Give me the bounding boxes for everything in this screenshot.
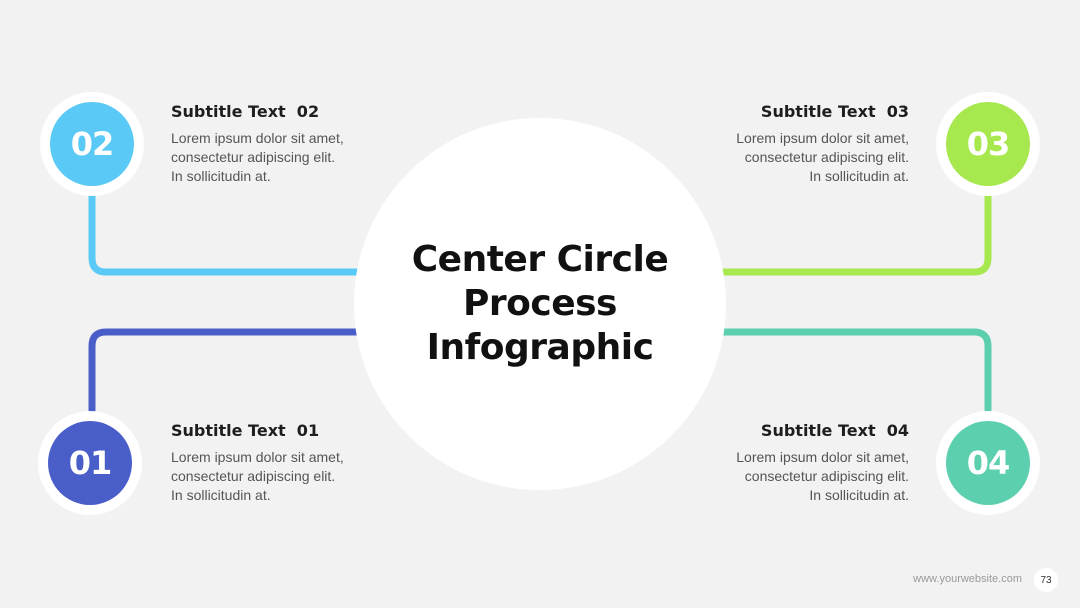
step-04-subtitle: Subtitle Text 04 [760, 421, 909, 440]
step-02-badge: 02 [40, 92, 144, 196]
step-03-line-1: Lorem ipsum dolor sit amet, [736, 130, 909, 146]
step-04-line-3: In sollicitudin at. [809, 487, 909, 503]
step-04-text: Subtitle Text 04 Lorem ipsum dolor sit a… [669, 421, 909, 505]
step-02-line-1: Lorem ipsum dolor sit amet, [171, 130, 344, 146]
step-01-line-3: In sollicitudin at. [171, 487, 271, 503]
step-03-number: 03 [946, 102, 1030, 186]
step-03-line-2: consectetur adipiscing elit. [744, 149, 909, 165]
center-title: Center Circle Process Infographic [411, 239, 669, 368]
connector-02 [88, 192, 360, 276]
center-circle: Center Circle Process Infographic [354, 118, 726, 490]
step-03-subtitle: Subtitle Text 03 [760, 102, 909, 121]
step-03-line-3: In sollicitudin at. [809, 168, 909, 184]
step-02-number: 02 [50, 102, 134, 186]
step-03-text: Subtitle Text 03 Lorem ipsum dolor sit a… [669, 102, 909, 186]
step-01-line-1: Lorem ipsum dolor sit amet, [171, 449, 344, 465]
step-01-badge: 01 [38, 411, 142, 515]
step-04-number: 04 [946, 421, 1030, 505]
step-01-line-2: consectetur adipiscing elit. [171, 468, 336, 484]
step-01-number: 01 [48, 421, 132, 505]
step-02-line-2: consectetur adipiscing elit. [171, 149, 336, 165]
step-01-subtitle: Subtitle Text 01 [171, 421, 320, 440]
step-04-badge: 04 [936, 411, 1040, 515]
connector-01 [88, 328, 360, 414]
page-number: 73 [1034, 568, 1058, 592]
step-02-subtitle: Subtitle Text 02 [171, 102, 320, 121]
connector-04 [720, 328, 992, 414]
step-04-line-1: Lorem ipsum dolor sit amet, [736, 449, 909, 465]
step-02-text: Subtitle Text 02 Lorem ipsum dolor sit a… [171, 102, 411, 186]
step-03-badge: 03 [936, 92, 1040, 196]
step-04-line-2: consectetur adipiscing elit. [744, 468, 909, 484]
step-01-text: Subtitle Text 01 Lorem ipsum dolor sit a… [171, 421, 411, 505]
connector-03 [720, 192, 992, 276]
step-02-line-3: In sollicitudin at. [171, 168, 271, 184]
website-url: www.yourwebsite.com [913, 573, 1022, 585]
